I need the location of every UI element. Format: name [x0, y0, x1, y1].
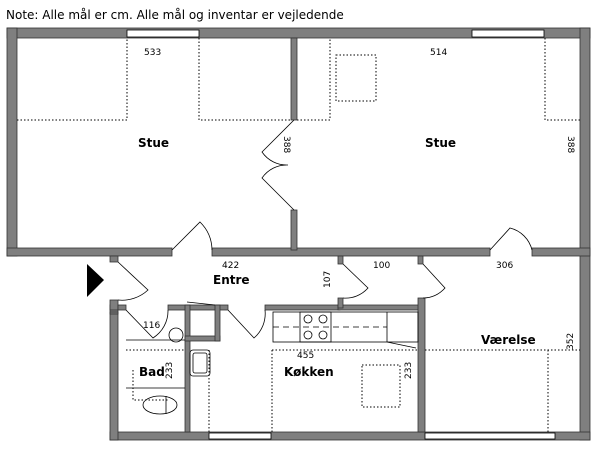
dimension-entre-depth: 107: [323, 271, 333, 288]
dimension-entre-width: 422: [222, 261, 239, 271]
bathroom-fixtures: [126, 327, 211, 415]
dimension-kokken-width: 455: [297, 351, 314, 361]
dimension-bad-width: 116: [143, 321, 160, 331]
disclaimer-note: Note: Alle mål er cm. Alle mål og invent…: [6, 8, 344, 22]
room-label-entre: Entre: [213, 273, 250, 287]
room-label-stue-right: Stue: [425, 136, 456, 150]
dimension-stue-right-depth: 388: [565, 136, 575, 153]
room-label-bad: Bad: [139, 365, 165, 379]
room-label-stue-left: Stue: [138, 136, 169, 150]
furniture-outlines: [17, 38, 580, 433]
room-label-vaerelse: Værelse: [481, 333, 536, 347]
window-kitchen: [208, 432, 272, 440]
dimension-stue-left-depth: 388: [281, 136, 291, 153]
walls: [6, 27, 591, 441]
kitchen-counter: [272, 311, 419, 349]
window-vaerelse: [424, 432, 556, 440]
dimension-bad-depth: 233: [165, 362, 175, 379]
dimension-vaerelse-depth: 352: [566, 333, 576, 350]
doors: [117, 119, 533, 339]
entrance-arrow-icon: [87, 264, 104, 297]
dimension-stue-left-width: 533: [144, 48, 161, 58]
dimension-hall-width: 100: [373, 261, 390, 271]
dimension-stue-right-width: 514: [430, 48, 447, 58]
dimension-vaerelse-width: 306: [496, 261, 513, 271]
window-stue-left: [126, 29, 200, 38]
dimension-kokken-depth: 233: [404, 362, 414, 379]
window-stue-right: [471, 29, 545, 38]
room-label-kokken: Køkken: [284, 365, 334, 379]
